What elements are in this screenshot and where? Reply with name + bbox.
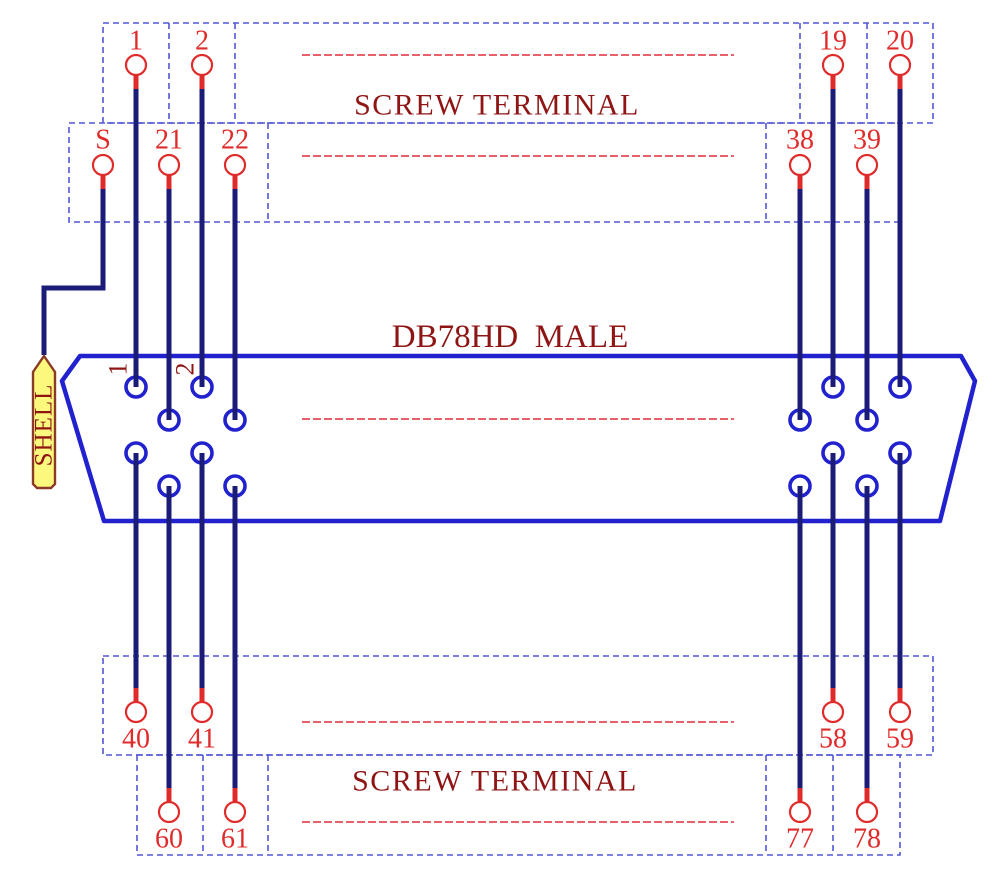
terminal-label-S: S: [95, 125, 111, 156]
terminal-label-38: 38: [786, 125, 814, 156]
terminal-label-41: 41: [188, 724, 216, 755]
pin-2-label: 2: [171, 363, 200, 376]
terminal-label-19: 19: [819, 26, 847, 57]
terminal-label-21: 21: [155, 125, 183, 156]
connector-title: DB78HD MALE: [392, 319, 629, 355]
terminal-label-59: 59: [886, 724, 914, 755]
terminal-circle-38: [788, 153, 812, 177]
terminal-label-39: 39: [853, 125, 881, 156]
terminal-label-60: 60: [155, 824, 183, 855]
terminal-label-2: 2: [195, 26, 209, 57]
shell-tag: [31, 353, 57, 490]
terminal-label-61: 61: [221, 824, 249, 855]
pin-1-label: 1: [104, 363, 133, 376]
terminal-circle-77: [788, 800, 812, 824]
terminal-circle-20: [888, 53, 912, 77]
terminal-circle-39: [855, 153, 879, 177]
screw-terminal-title-top: SCREW TERMINAL: [354, 89, 640, 122]
terminal-circle-78: [855, 800, 879, 824]
terminal-circle-58: [821, 700, 845, 724]
terminal-circle-61: [223, 800, 247, 824]
terminal-label-40: 40: [122, 724, 150, 755]
screw-terminal-box-bottom-outer: [136, 754, 901, 856]
terminal-circle-59: [888, 700, 912, 724]
terminal-circle-21: [157, 153, 181, 177]
terminal-circle-22: [223, 153, 247, 177]
terminal-circle-41: [190, 700, 214, 724]
wire-shell: [41, 189, 106, 355]
screw-terminal-box-top-outer: [102, 22, 934, 124]
terminal-label-77: 77: [786, 824, 814, 855]
terminal-circle-40: [124, 700, 148, 724]
terminal-circle-19: [821, 53, 845, 77]
shell-tag-label: SHELL: [31, 384, 58, 467]
terminal-label-1: 1: [129, 26, 143, 57]
terminal-label-22: 22: [221, 125, 249, 156]
terminal-circle-S: [91, 153, 115, 177]
terminal-circle-1: [124, 53, 148, 77]
screw-terminal-title-bottom: SCREW TERMINAL: [352, 765, 638, 798]
db78hd-connector-outline: [59, 353, 978, 524]
terminal-label-78: 78: [853, 824, 881, 855]
terminal-label-58: 58: [819, 724, 847, 755]
terminal-circle-60: [157, 800, 181, 824]
terminal-label-20: 20: [886, 26, 914, 57]
terminal-circle-2: [190, 53, 214, 77]
